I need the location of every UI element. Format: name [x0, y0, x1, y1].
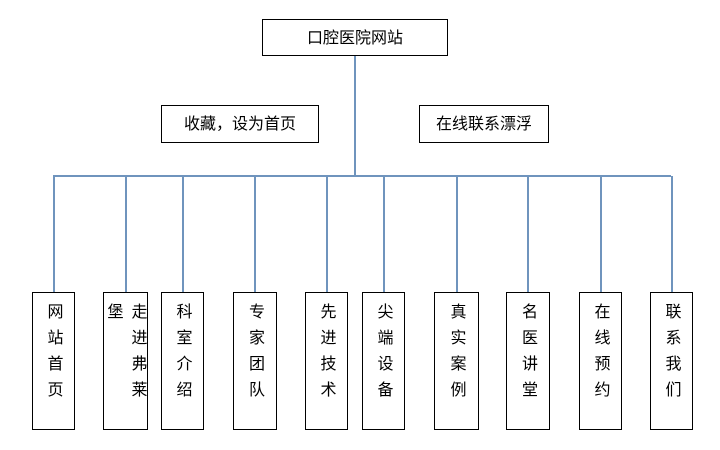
child-label: 走进弗莱堡: [104, 303, 148, 407]
child-node-cases: 真实案例: [434, 292, 479, 430]
child-label: 真实案例: [447, 303, 467, 407]
child-label: 在线预约: [591, 303, 611, 407]
child-label: 先进技术: [317, 303, 337, 407]
child-node-home: 网站首页: [32, 292, 75, 430]
side-note-floating-contact: 在线联系漂浮: [419, 105, 549, 143]
child-label: 网站首页: [44, 303, 64, 407]
side-note-label: 收藏，设为首页: [183, 114, 296, 133]
side-note-bookmark: 收藏，设为首页: [161, 105, 319, 143]
child-node-contact: 联系我们: [650, 292, 693, 430]
child-label: 名医讲堂: [519, 303, 538, 407]
child-label: 尖端设备: [374, 303, 394, 407]
child-node-lectures: 名医讲堂: [506, 292, 550, 430]
child-node-experts: 专家团队: [233, 292, 277, 430]
child-label: 联系我们: [662, 303, 682, 407]
root-node: 口腔医院网站: [262, 19, 448, 56]
child-label: 专家团队: [246, 303, 265, 407]
child-node-departments: 科室介绍: [161, 292, 204, 430]
child-drop-connectors: [53, 176, 673, 292]
side-note-label: 在线联系漂浮: [435, 114, 532, 133]
child-node-booking: 在线预约: [579, 292, 622, 430]
child-label: 科室介绍: [173, 303, 193, 407]
child-node-equipment: 尖端设备: [362, 292, 405, 430]
root-label: 口腔医院网站: [306, 27, 403, 47]
child-node-about: 走进弗莱堡: [103, 292, 148, 430]
child-node-technology: 先进技术: [305, 292, 348, 430]
